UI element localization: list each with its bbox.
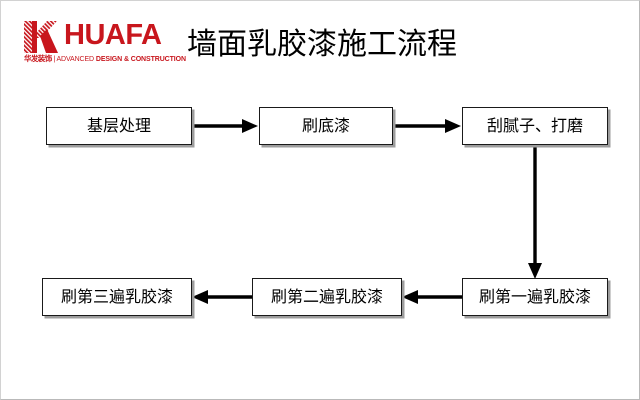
edge-n4-to-n5 [402, 287, 464, 307]
flow-node-label: 刷第一遍乳胶漆 [478, 287, 591, 306]
flow-node-primer-coat[interactable]: 刷底漆 [259, 107, 393, 145]
brand-tagline-separator: | [53, 56, 56, 63]
flow-node-label: 刮腻子、打磨 [486, 116, 583, 135]
flow-node-second-latex-coat[interactable]: 刷第二遍乳胶漆 [252, 278, 402, 316]
flow-node-putty-sanding[interactable]: 刮腻子、打磨 [462, 107, 608, 145]
edge-n1-to-n2 [192, 116, 260, 136]
edge-n2-to-n3 [393, 116, 463, 136]
flow-node-label: 刷第二遍乳胶漆 [270, 287, 383, 306]
brand-tagline-cn: 华发装饰 [24, 54, 52, 63]
huafa-k-logo-icon [23, 20, 59, 54]
brand-logo: HUAFA 华发装饰|ADVANCED DESIGN & CONSTRUCTIO… [23, 18, 186, 68]
brand-wordmark: HUAFA [64, 19, 162, 51]
flow-node-third-latex-coat[interactable]: 刷第三遍乳胶漆 [42, 278, 192, 316]
flow-node-first-latex-coat[interactable]: 刷第一遍乳胶漆 [462, 278, 608, 316]
brand-tagline: 华发装饰|ADVANCED DESIGN & CONSTRUCTION [24, 53, 196, 65]
brand-tagline-en-bold: DESIGN & CONSTRUCTION [95, 56, 186, 63]
brand-tagline-en-light: ADVANCED [56, 56, 96, 63]
edge-n5-to-n6 [192, 287, 254, 307]
flow-node-label: 基层处理 [86, 116, 151, 135]
flow-node-base-treatment[interactable]: 基层处理 [46, 107, 192, 145]
slide-header: HUAFA 华发装饰|ADVANCED DESIGN & CONSTRUCTIO… [1, 1, 639, 89]
edge-n3-to-n4 [525, 145, 545, 281]
page-title: 墙面乳胶漆施工流程 [187, 27, 457, 62]
flow-node-label: 刷底漆 [301, 116, 350, 135]
flow-node-label: 刷第三遍乳胶漆 [60, 287, 173, 306]
